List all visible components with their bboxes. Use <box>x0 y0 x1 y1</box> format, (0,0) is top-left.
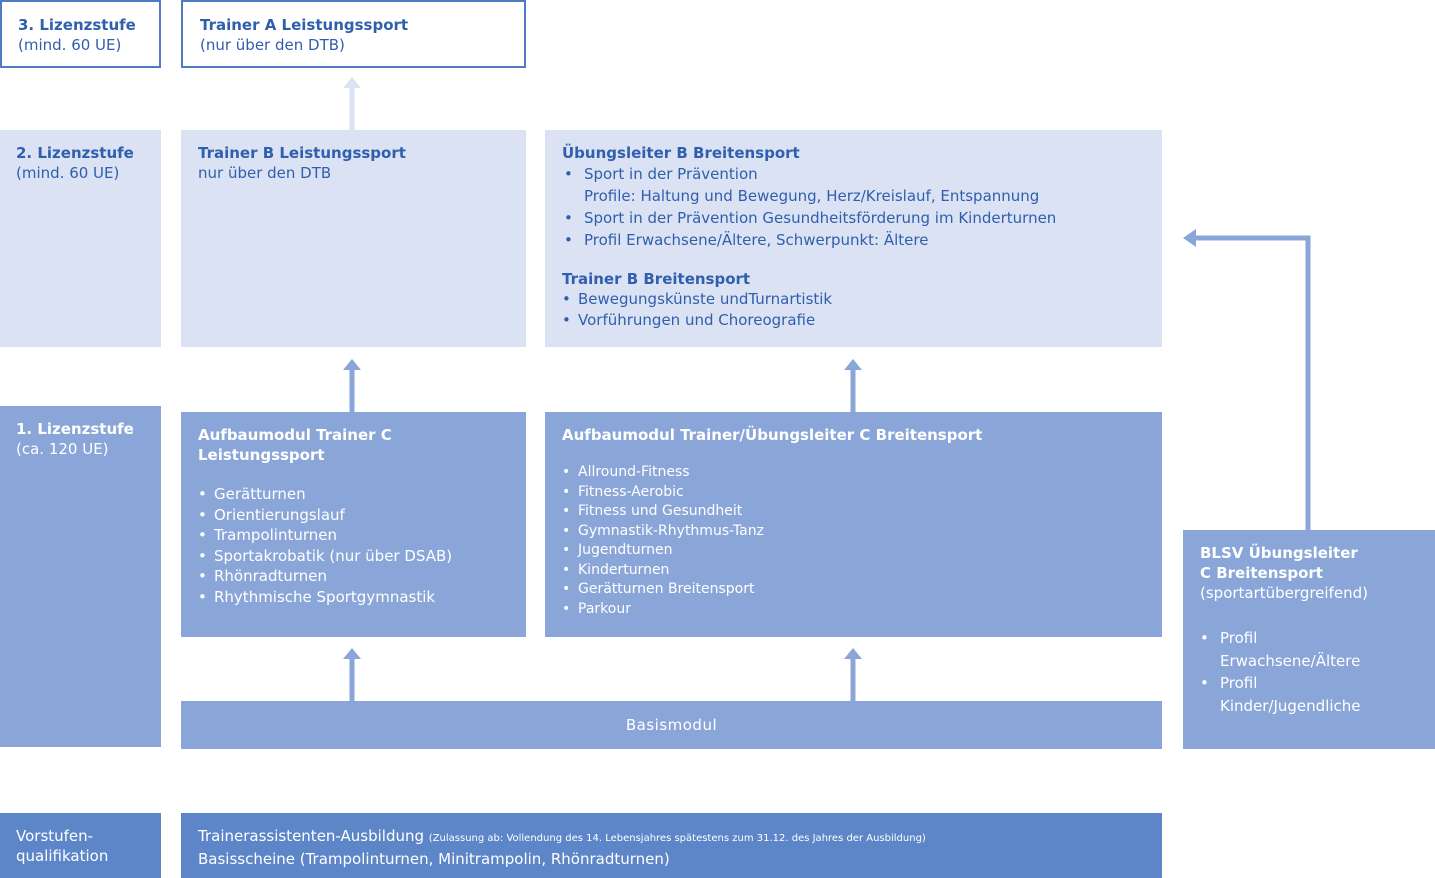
trainer-b-leistungssport-box: Trainer B Leistungssport nur über den DT… <box>181 130 526 347</box>
arrow-basis-to-aufbau-ls <box>343 648 361 701</box>
level-1-box: 1. Lizenzstufe (ca. 120 UE) <box>0 406 161 747</box>
arrow-basis-to-aufbau-bs <box>844 648 862 701</box>
list-item: Allround-Fitness <box>562 463 1154 483</box>
trainer-a-title: Trainer A Leistungssport <box>200 16 409 34</box>
trainer-b-ls-title: Trainer B Leistungssport <box>198 144 406 162</box>
list-item: Vorführungen und Choreografie <box>562 310 1152 331</box>
list-item: Kinderturnen <box>562 561 1154 581</box>
level-2-title: 2. Lizenzstufe <box>16 144 134 162</box>
basismodul-box: Basismodul <box>181 701 1162 749</box>
list-item: Rhönradturnen <box>198 566 518 587</box>
list-item: Profil Erwachsene/Ältere, Schwerpunkt: Ä… <box>564 229 1152 251</box>
aufbaumodul-breitensport-box: Aufbaumodul Trainer/Übungsleiter C Breit… <box>545 412 1162 637</box>
vorstufen-line-1: Vorstufen- <box>16 827 94 845</box>
level-1-sub: (ca. 120 UE) <box>16 440 109 458</box>
aufbau-ls-title: Aufbaumodul Trainer C Leistungssport <box>198 426 392 464</box>
trainer-b-ls-sub: nur über den DTB <box>198 164 332 182</box>
level-3-box: 3. Lizenzstufe (mind. 60 UE) <box>0 0 161 68</box>
vorstufen-box: Vorstufen- qualifikation <box>0 813 161 878</box>
list-item: Fitness und Gesundheit <box>562 502 1154 522</box>
arrow-blsv-to-uebungsleiter-b <box>1183 229 1311 530</box>
list-item: Gerätturnen <box>198 484 518 505</box>
list-item: Sport in der Prävention Gesundheitsförde… <box>564 207 1152 229</box>
blsv-box: BLSV Übungsleiter C Breitensport (sporta… <box>1183 530 1435 749</box>
blsv-title-2: C Breitensport <box>1200 564 1323 582</box>
blsv-title-1: BLSV Übungsleiter <box>1200 544 1358 562</box>
basismodul-label: Basismodul <box>625 716 718 734</box>
trainerassistent-box: Trainerassistenten-Ausbildung (Zulassung… <box>181 813 1162 878</box>
uebungsleiter-b-item1-detail: Profile: Haltung und Bewegung, Herz/Krei… <box>584 187 1040 205</box>
basisscheine-line: Basisscheine (Trampolinturnen, Minitramp… <box>198 850 670 868</box>
list-item: Gymnastik-Rhythmus-Tanz <box>562 522 1154 542</box>
list-item: Gerätturnen Breitensport <box>562 580 1154 600</box>
level-3-title: 3. Lizenzstufe <box>18 16 136 34</box>
arrow-to-uebungsleiter-b <box>844 359 862 412</box>
arrow-to-trainer-b-ls <box>343 359 361 412</box>
level-2-box: 2. Lizenzstufe (mind. 60 UE) <box>0 130 161 347</box>
trainerassistent-title: Trainerassistenten-Ausbildung <box>198 827 425 845</box>
list-item: Orientierungslauf <box>198 505 518 526</box>
arrow-to-trainer-a <box>343 77 361 130</box>
level-1-title: 1. Lizenzstufe <box>16 420 134 438</box>
aufbau-bs-title: Aufbaumodul Trainer/Übungsleiter C Breit… <box>562 426 983 444</box>
list-item: Jugendturnen <box>562 541 1154 561</box>
vorstufen-line-2: qualifikation <box>16 847 109 865</box>
trainerassistent-note: (Zulassung ab: Vollendung des 14. Lebens… <box>428 833 926 844</box>
uebungsleiter-b-title: Übungsleiter B Breitensport <box>562 144 800 162</box>
aufbaumodul-leistungssport-box: Aufbaumodul Trainer C Leistungssport Ger… <box>181 412 526 637</box>
list-item: Trampolinturnen <box>198 525 518 546</box>
uebungsleiter-b-box: Übungsleiter B Breitensport Sport in der… <box>545 130 1162 347</box>
list-item: Sportakrobatik (nur über DSAB) <box>198 546 518 567</box>
list-item: Fitness-Aerobic <box>562 483 1154 503</box>
trainer-a-sub: (nur über den DTB) <box>200 36 345 54</box>
list-item: Rhythmische Sportgymnastik <box>198 587 518 608</box>
list-item: Bewegungskünste undTurnartistik <box>562 289 1152 310</box>
trainer-b-bs-title: Trainer B Breitensport <box>562 270 751 288</box>
level-3-sub: (mind. 60 UE) <box>18 36 122 54</box>
level-2-sub: (mind. 60 UE) <box>16 164 120 182</box>
list-item: Parkour <box>562 600 1154 620</box>
blsv-sub: (sportartübergreifend) <box>1200 584 1368 602</box>
trainer-a-box: Trainer A Leistungssport (nur über den D… <box>181 0 526 68</box>
